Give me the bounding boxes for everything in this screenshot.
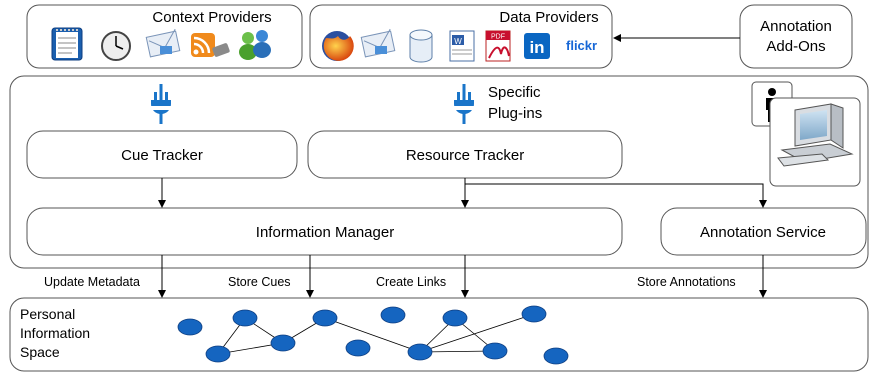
messenger-icon	[239, 30, 271, 60]
graph-node	[270, 334, 296, 352]
graph-node	[345, 339, 371, 357]
graph-nodes	[177, 305, 569, 365]
svg-text:Resource Tracker: Resource Tracker	[406, 147, 524, 164]
graph-node	[482, 342, 508, 360]
svg-text:flickr: flickr	[566, 38, 597, 53]
annotation-addons-box: Annotation Add-Ons	[739, 4, 853, 69]
graph-node	[177, 318, 203, 336]
graph-node	[407, 343, 433, 361]
context-providers-title: Context Providers	[152, 9, 271, 26]
mail-icon	[145, 28, 181, 58]
graph-node	[232, 309, 258, 327]
information-manager-box: Information Manager	[26, 207, 623, 256]
svg-text:Space: Space	[20, 344, 60, 360]
svg-text:Information: Information	[20, 325, 90, 341]
update-metadata-label: Update Metadata	[44, 275, 140, 289]
mail-icon-data	[360, 28, 396, 58]
user-computer-icon	[751, 81, 861, 187]
svg-text:Annotation Service: Annotation Service	[700, 224, 826, 241]
database-icon	[409, 29, 433, 63]
data-providers-title: Data Providers	[499, 9, 598, 26]
svg-text:Annotation: Annotation	[760, 18, 832, 35]
svg-text:Personal: Personal	[20, 306, 75, 322]
store-annotations-label: Store Annotations	[637, 275, 736, 289]
graph-node	[521, 305, 547, 323]
notepad-icon	[51, 27, 83, 61]
specific-plugins-label: Specific	[488, 84, 541, 101]
personal-information-space-box: Personal Information Space	[9, 297, 869, 372]
svg-text:in: in	[529, 38, 544, 57]
create-links-label: Create Links	[376, 275, 446, 289]
resource-to-annotation-arrow	[465, 183, 767, 208]
graph-node	[442, 309, 468, 327]
data-providers-box: Data Providers W PDF	[309, 4, 613, 69]
graph-node	[380, 306, 406, 324]
firefox-icon	[322, 31, 354, 61]
store-cues-label: Store Cues	[228, 275, 291, 289]
svg-text:W: W	[454, 37, 462, 46]
word-document-icon: W	[449, 30, 475, 62]
flickr-icon: flickr	[566, 38, 597, 53]
pdf-icon: PDF	[485, 30, 511, 62]
plug-icon-resource	[452, 84, 476, 124]
specific-plugins-label-2: Plug-ins	[488, 105, 542, 122]
svg-text:Information Manager: Information Manager	[256, 224, 394, 241]
plug-icon-cue	[149, 84, 173, 124]
svg-text:Add-Ons: Add-Ons	[766, 38, 825, 55]
resource-tracker-box: Resource Tracker	[307, 130, 623, 179]
graph-node	[205, 345, 231, 363]
graph-node	[312, 309, 338, 327]
context-providers-box: Context Providers	[26, 4, 303, 69]
graph-node	[543, 347, 569, 365]
svg-text:PDF: PDF	[491, 34, 505, 41]
clock-icon	[101, 31, 131, 61]
svg-text:Cue Tracker: Cue Tracker	[121, 147, 203, 164]
annotation-service-box: Annotation Service	[660, 207, 867, 256]
rss-icon	[191, 33, 230, 57]
cue-tracker-box: Cue Tracker	[26, 130, 298, 179]
linkedin-icon: in	[524, 33, 550, 59]
